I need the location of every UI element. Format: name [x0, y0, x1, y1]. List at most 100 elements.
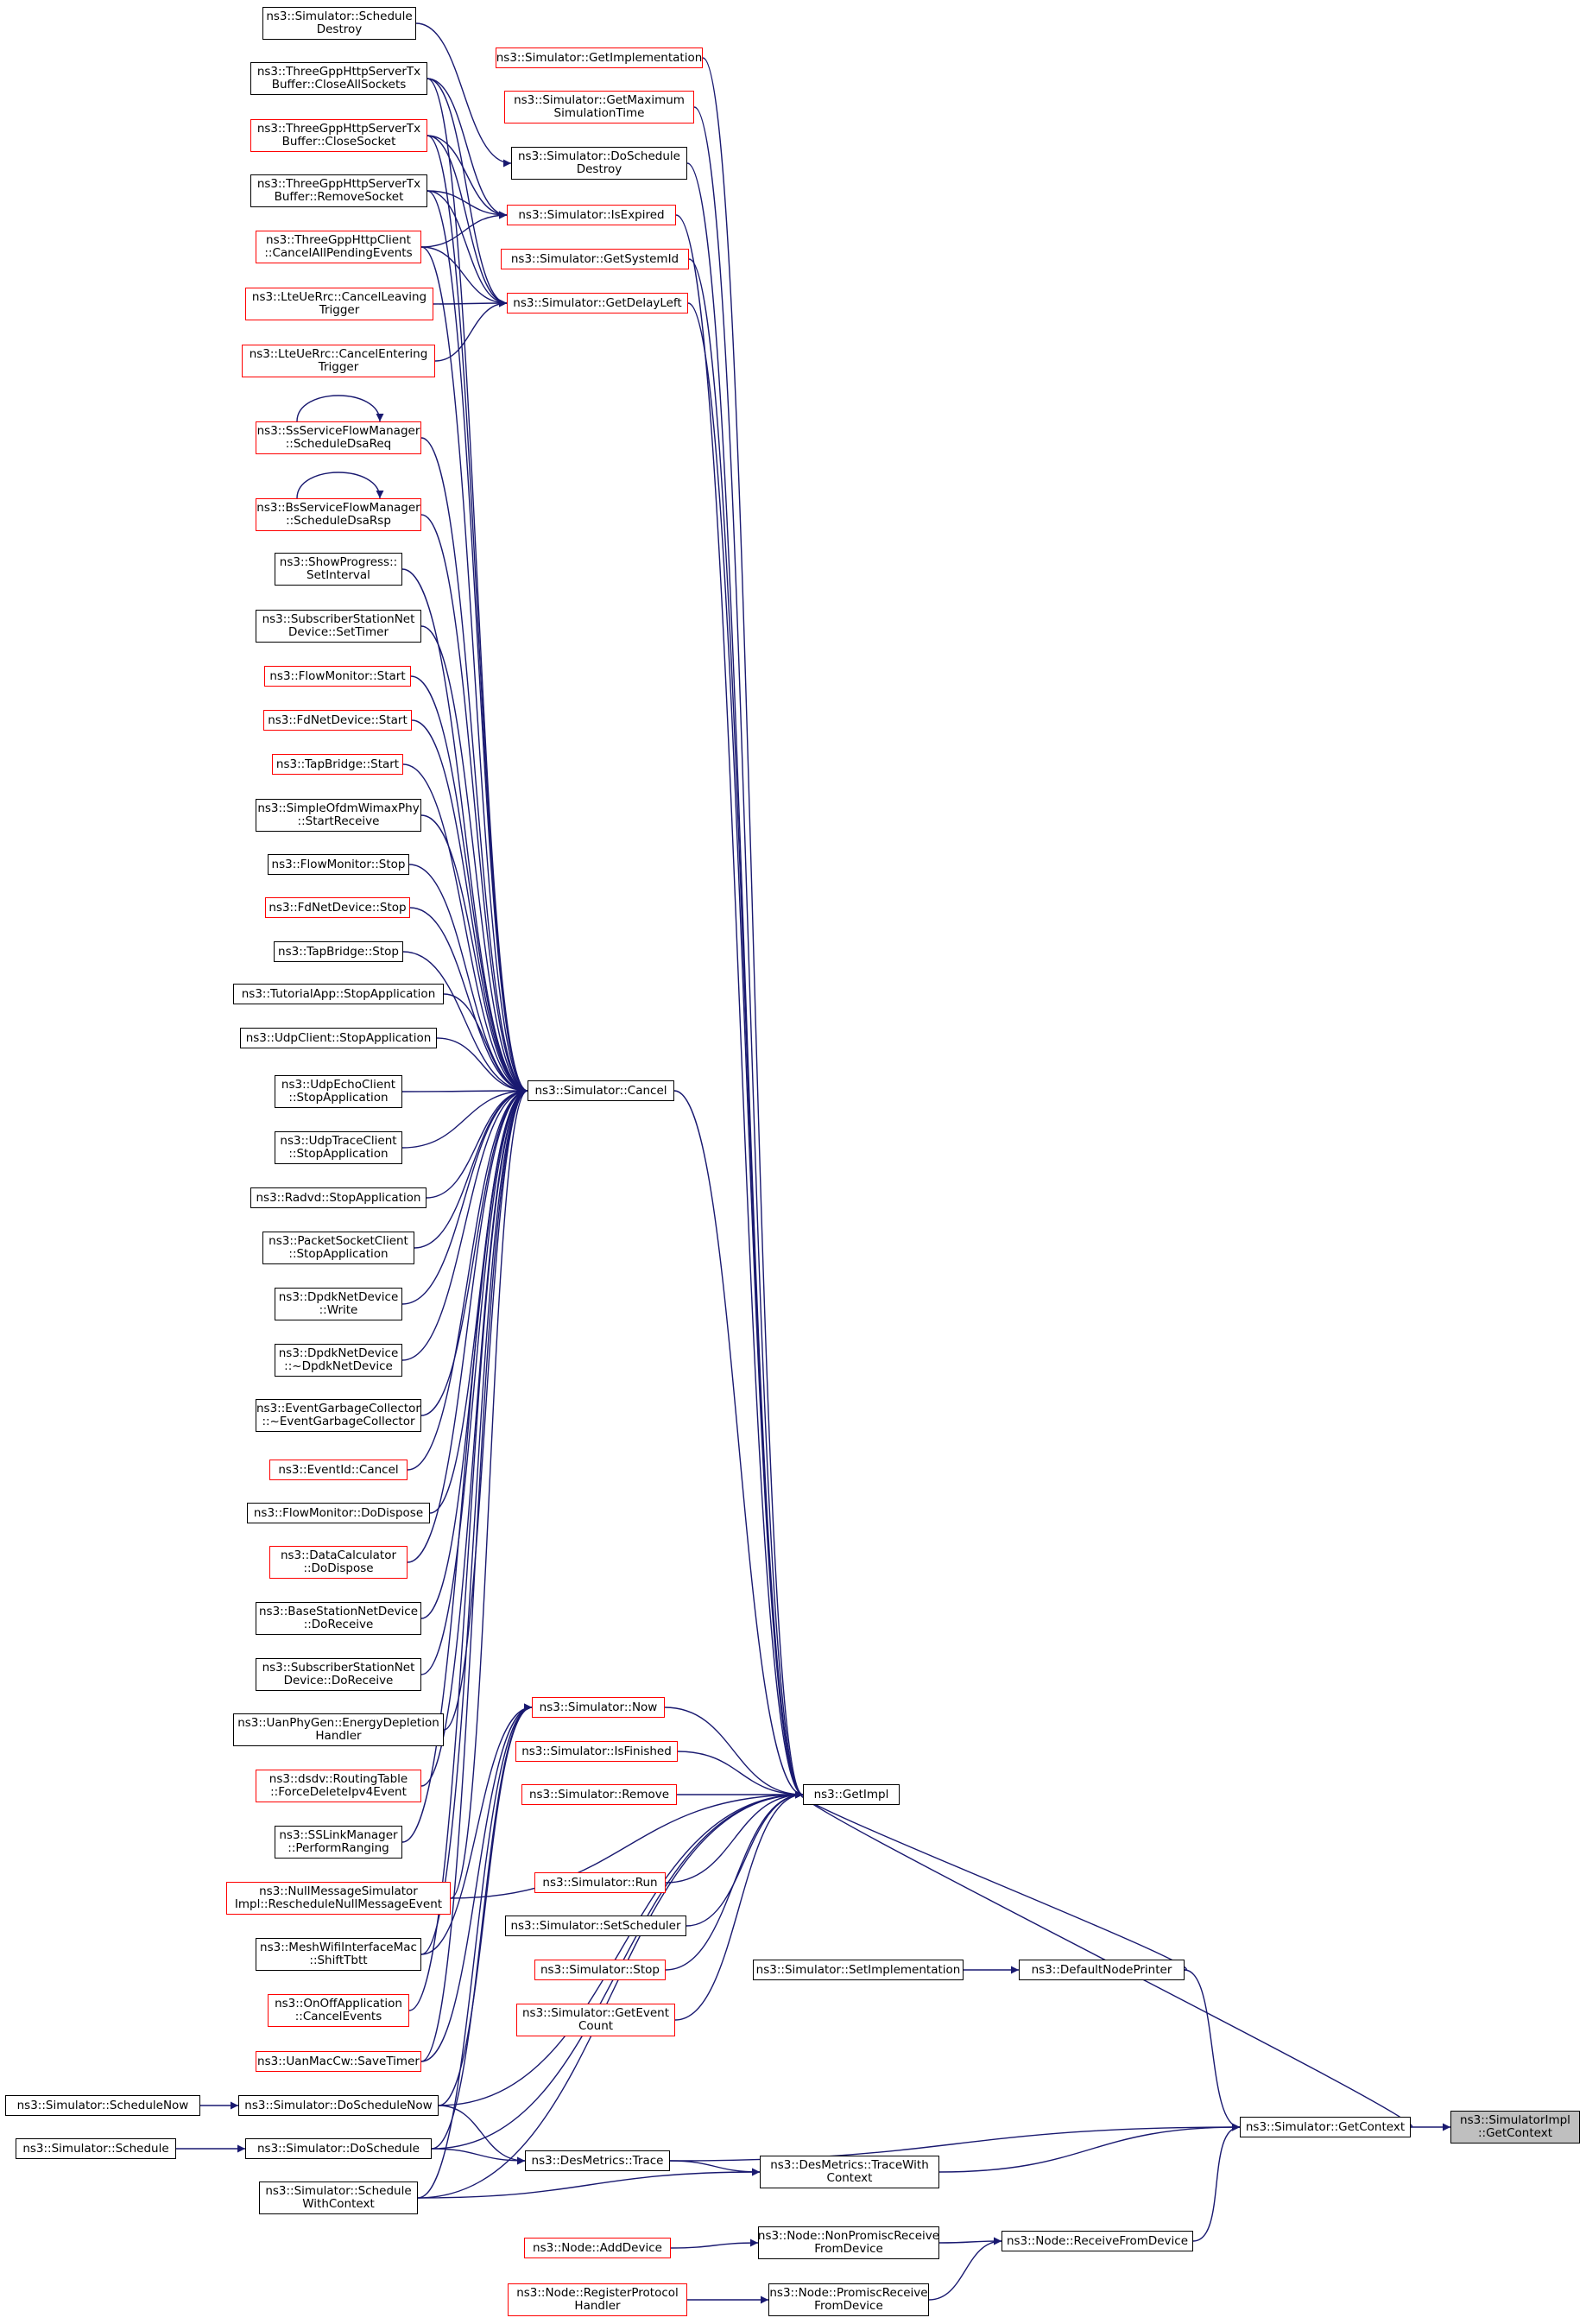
edge-schedDestroy-to-doSchedDestroy [415, 22, 512, 168]
edge-bsDsaRsp-to-bsDsaRsp [296, 472, 384, 499]
node-getMaxSim[interactable]: ns3::Simulator::GetMaximum SimulationTim… [504, 91, 694, 123]
node-closeSock[interactable]: ns3::ThreeGppHttpServerTx Buffer::CloseS… [250, 119, 427, 152]
node-getImpl[interactable]: ns3::GetImpl [803, 1784, 900, 1805]
node-sslink[interactable]: ns3::SSLinkManager ::PerformRanging [275, 1826, 402, 1859]
edge-desTrace-to-getContext [669, 2123, 1241, 2162]
node-ssDsaReq[interactable]: ns3::SsServiceFlowManager ::ScheduleDsaR… [256, 421, 421, 454]
edge-subSetTimer-to-cancel [420, 625, 528, 1095]
edge-lteLeaving-to-getDelayLeft [433, 299, 508, 307]
edge-setScheduler-to-getImpl [686, 1790, 804, 1927]
node-fmDispose[interactable]: ns3::FlowMonitor::DoDispose [247, 1503, 430, 1523]
node-udpClient[interactable]: ns3::UdpClient::StopApplication [240, 1028, 437, 1048]
node-fmStop[interactable]: ns3::FlowMonitor::Stop [268, 854, 409, 875]
node-fdStop[interactable]: ns3::FdNetDevice::Stop [265, 897, 410, 918]
node-remove[interactable]: ns3::Simulator::Remove [521, 1784, 677, 1805]
node-radvd[interactable]: ns3::Radvd::StopApplication [250, 1187, 427, 1208]
edge-udpEcho-to-cancel [401, 1086, 528, 1095]
node-doSched[interactable]: ns3::Simulator::DoSchedule [245, 2138, 432, 2159]
node-dataCalc[interactable]: ns3::DataCalculator ::DoDispose [269, 1546, 408, 1579]
node-getEventCount[interactable]: ns3::Simulator::GetEvent Count [516, 2004, 675, 2036]
node-dpdkDtor[interactable]: ns3::DpdkNetDevice ::~DpdkNetDevice [275, 1344, 402, 1377]
edge-isFinished-to-getImpl [677, 1751, 804, 1799]
node-pktSock[interactable]: ns3::PacketSocketClient ::StopApplicatio… [262, 1232, 414, 1264]
node-getSystemId[interactable]: ns3::Simulator::GetSystemId [501, 249, 689, 269]
node-defaultPrinter[interactable]: ns3::DefaultNodePrinter [1019, 1960, 1185, 1980]
edge-eventIdCancel-to-cancel [407, 1086, 528, 1471]
node-regProto[interactable]: ns3::Node::RegisterProtocol Handler [508, 2283, 687, 2316]
node-doSchedNow[interactable]: ns3::Simulator::DoScheduleNow [238, 2095, 439, 2116]
node-uanSave[interactable]: ns3::UanMacCw::SaveTimer [256, 2051, 421, 2072]
node-nonPromisc[interactable]: ns3::Node::NonPromiscReceive FromDevice [758, 2226, 939, 2259]
node-sched[interactable]: ns3::Simulator::Schedule [16, 2138, 176, 2159]
node-ssRecv[interactable]: ns3::SubscriberStationNet Device::DoRece… [256, 1658, 421, 1691]
edge-doSched-to-desTrace [431, 2148, 526, 2165]
edge-bsDsaRsp-to-cancel [420, 514, 528, 1095]
node-tapStop[interactable]: ns3::TapBridge::Stop [274, 941, 403, 962]
edge-dsdv-to-cancel [420, 1086, 528, 1787]
node-getContext[interactable]: ns3::Simulator::GetContext [1240, 2117, 1411, 2137]
node-uanEnergy[interactable]: ns3::UanPhyGen::EnergyDepletion Handler [233, 1713, 444, 1746]
node-tapStart[interactable]: ns3::TapBridge::Start [272, 754, 403, 775]
node-dpdkWrite[interactable]: ns3::DpdkNetDevice ::Write [275, 1288, 402, 1320]
node-stop[interactable]: ns3::Simulator::Stop [534, 1960, 666, 1980]
node-setScheduler[interactable]: ns3::Simulator::SetScheduler [505, 1916, 686, 1936]
node-subSetTimer[interactable]: ns3::SubscriberStationNet Device::SetTim… [256, 610, 421, 643]
node-cancelPending[interactable]: ns3::ThreeGppHttpClient ::CancelAllPendi… [256, 231, 421, 263]
edge-doSchedNow-to-desTrace [438, 2105, 526, 2165]
edge-tapStop-to-cancel [402, 951, 528, 1095]
edge-getImplementation-to-getImpl [702, 57, 804, 1799]
node-fdStart[interactable]: ns3::FdNetDevice::Start [263, 710, 412, 731]
edge-run-to-getImpl [665, 1790, 804, 1884]
node-schedCtx[interactable]: ns3::Simulator::Schedule WithContext [259, 2182, 418, 2214]
edge-doSchedNow-to-getImpl [438, 1790, 804, 2106]
edge-onoff-to-cancel [408, 1086, 528, 2011]
node-isExpired[interactable]: ns3::Simulator::IsExpired [507, 205, 676, 225]
node-getDelayLeft[interactable]: ns3::Simulator::GetDelayLeft [507, 293, 688, 313]
node-now[interactable]: ns3::Simulator::Now [532, 1697, 665, 1718]
edge-removeSock-to-isExpired [427, 190, 508, 219]
node-doSchedDestroy[interactable]: ns3::Simulator::DoSchedule Destroy [511, 147, 687, 180]
node-schedNow[interactable]: ns3::Simulator::ScheduleNow [5, 2095, 200, 2116]
edge-uanSave-to-now [420, 1703, 533, 2062]
node-simpleOfdm[interactable]: ns3::SimpleOfdmWimaxPhy ::StartReceive [256, 799, 421, 832]
edge-schedCtx-to-getImpl [417, 1790, 804, 2199]
node-tutorial[interactable]: ns3::TutorialApp::StopApplication [233, 984, 444, 1004]
node-meshShift[interactable]: ns3::MeshWifiInterfaceMac ::ShiftTbtt [256, 1938, 421, 1971]
node-fmStart[interactable]: ns3::FlowMonitor::Start [264, 666, 411, 687]
node-lteEntering[interactable]: ns3::LteUeRrc::CancelEntering Trigger [242, 345, 435, 377]
edge-schedCtx-to-traceWithCtx [417, 2168, 761, 2199]
edge-egc-to-cancel [420, 1086, 528, 1416]
node-cancel[interactable]: ns3::Simulator::Cancel [528, 1080, 674, 1101]
node-dsdv[interactable]: ns3::dsdv::RoutingTable ::ForceDeleteIpv… [256, 1770, 421, 1802]
node-showProg[interactable]: ns3::ShowProgress:: SetInterval [275, 553, 402, 586]
edge-removeSock-to-getDelayLeft [427, 190, 508, 307]
edge-nullMsg-to-cancel [450, 1086, 528, 1899]
node-traceWithCtx[interactable]: ns3::DesMetrics::TraceWith Context [760, 2156, 939, 2188]
edge-getMaxSim-to-getImpl [693, 106, 804, 1799]
node-eventIdCancel[interactable]: ns3::EventId::Cancel [269, 1460, 408, 1480]
edge-tapStart-to-cancel [402, 763, 528, 1095]
node-bsDsaRsp[interactable]: ns3::BsServiceFlowManager ::ScheduleDsaR… [256, 498, 421, 531]
node-schedDestroy[interactable]: ns3::Simulator::Schedule Destroy [262, 7, 416, 40]
node-closeAll[interactable]: ns3::ThreeGppHttpServerTx Buffer::CloseA… [250, 62, 427, 95]
node-removeSock[interactable]: ns3::ThreeGppHttpServerTx Buffer::Remove… [250, 174, 427, 207]
edge-closeSock-to-getDelayLeft [427, 135, 508, 307]
edge-meshShift-to-now [420, 1703, 533, 1955]
node-lteLeaving[interactable]: ns3::LteUeRrc::CancelLeaving Trigger [245, 288, 433, 320]
node-onoff[interactable]: ns3::OnOffApplication ::CancelEvents [268, 1994, 409, 2027]
node-udpTrace[interactable]: ns3::UdpTraceClient ::StopApplication [275, 1131, 402, 1164]
node-addDevice[interactable]: ns3::Node::AddDevice [524, 2238, 671, 2258]
node-setImplementation[interactable]: ns3::Simulator::SetImplementation [753, 1960, 964, 1980]
node-recvFromDevice[interactable]: ns3::Node::ReceiveFromDevice [1002, 2231, 1193, 2251]
edge-radvd-to-cancel [426, 1086, 528, 1199]
node-egc[interactable]: ns3::EventGarbageCollector ::~EventGarba… [256, 1399, 421, 1432]
node-run[interactable]: ns3::Simulator::Run [534, 1872, 666, 1893]
node-isFinished[interactable]: ns3::Simulator::IsFinished [515, 1741, 678, 1762]
node-promisc[interactable]: ns3::Node::PromiscReceive FromDevice [768, 2283, 929, 2316]
node-udpEcho[interactable]: ns3::UdpEchoClient ::StopApplication [275, 1075, 402, 1108]
node-desTrace[interactable]: ns3::DesMetrics::Trace [525, 2150, 670, 2171]
node-nullMsg[interactable]: ns3::NullMessageSimulator Impl::Reschedu… [226, 1882, 451, 1915]
node-bsRecv[interactable]: ns3::BaseStationNetDevice ::DoReceive [256, 1602, 421, 1635]
node-getImplementation[interactable]: ns3::Simulator::GetImplementation [496, 47, 703, 68]
